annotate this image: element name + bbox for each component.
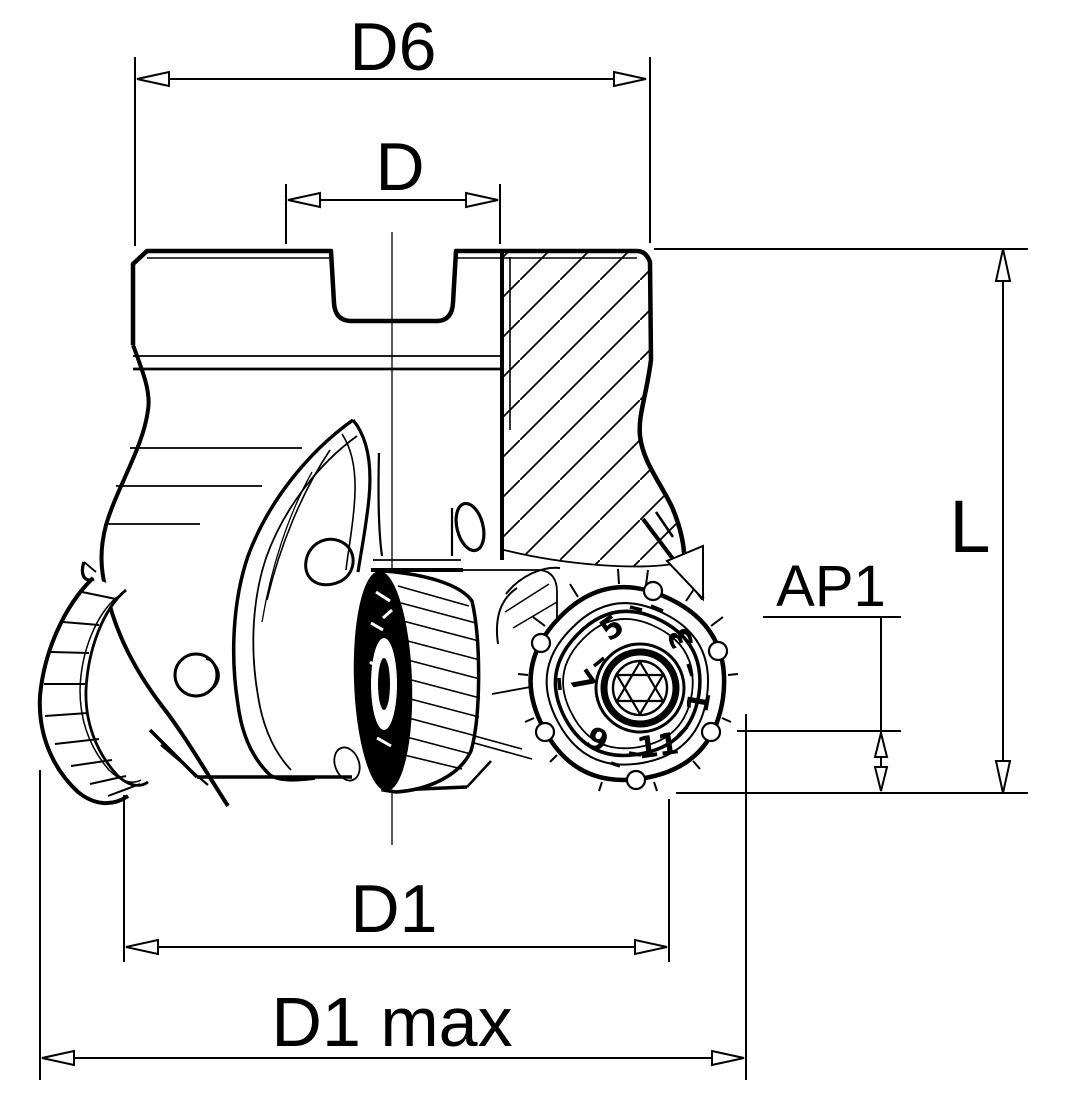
flute-cone [231,418,372,782]
cutter-body [99,232,705,845]
torx-screw [594,642,686,734]
d1max-extension-lines [39,714,747,1080]
dimension-l: L [654,248,1028,794]
d-arrow-left [287,191,321,209]
left-insert-outer-edge [37,576,130,805]
d1-arrow-left [125,938,159,956]
pocket-line-2 [512,601,558,629]
d-extension-lines [285,184,501,244]
left-insert-top-hook [80,561,95,582]
d6-extension-lines [134,57,651,246]
right-insert: 5 3 7 1 9 11 [517,568,739,792]
dimension-ap1: AP1 [737,554,901,792]
oval-relief-hole [454,501,486,553]
body-step-lines [106,355,502,525]
l-arrow-top [994,248,1012,282]
left-insert-mid-line [79,596,142,783]
left-insert-inner-edge [84,588,149,787]
right-insert-face-inner [562,618,694,750]
d-arrow-right [465,191,499,209]
dimension-d1: D1 [123,795,670,962]
right-insert-face [553,609,702,758]
d6-arrow-right [613,70,647,88]
right-insert-scallop-ticks [517,568,739,792]
d1-extension-lines [123,795,670,962]
index-number-11: 11 [635,726,681,766]
dim-label-d1-max: D1 max [271,983,512,1061]
drum-face-highlights [369,590,394,748]
cone-left-rim [231,418,355,782]
teardrop-hole [304,537,355,587]
clamp-hole-circle [173,652,219,698]
cone-lip-curl [333,746,361,782]
d6-arrow-left [136,70,170,88]
right-insert-rim-holes [530,580,729,791]
right-insert-ring [545,602,709,766]
left-insert-serration-rungs [44,591,141,797]
center-insert [353,569,481,794]
cone-generatrix-1 [266,449,331,601]
cone-right-rim-inner [341,433,356,571]
ap1-arrow-up [873,732,889,758]
body-left-edge [99,344,230,808]
torx-star-triangle-2 [615,673,665,717]
clamp-hole-inner-arc [205,658,220,691]
d1max-arrow-left [41,1049,75,1067]
dim-label-ap1: AP1 [776,554,886,619]
pocket-line-1 [504,583,550,613]
ap1-arrow-down [873,766,889,792]
right-insert-pocket [496,511,705,645]
drum-serration-lines [395,585,481,770]
cone-generatrix-2 [261,471,313,623]
left-insert-band-fill [39,578,149,804]
left-insert-top-hook-line [83,561,97,573]
dimension-d: D [285,129,501,244]
hub-neck-left [377,452,384,557]
l-arrow-bottom [994,760,1012,794]
d1-arrow-right [634,938,668,956]
pocket-wedge-short [654,511,675,538]
body-top-block-outline [130,248,687,563]
cone-right-rim [351,418,372,573]
dimension-d1-max: D1 max [39,714,747,1080]
pocket-wedge-triangle [665,544,704,602]
dim-label-d: D [375,129,424,205]
index-dashes [557,604,694,768]
pocket-arc-1 [505,566,561,595]
section-hatch-lower-boundary [503,549,685,568]
bottom-face-right-rise [466,760,492,788]
torx-outer-circle [594,642,686,734]
section-hatch-area [504,252,685,567]
pocket-arc-2 [496,587,518,645]
left-insert [37,561,149,805]
dimension-d6: D6 [134,9,651,246]
dim-label-l: L [949,485,990,568]
bottom-face-lines [148,718,533,792]
drum-face-bore-center [378,658,390,710]
torx-ring [600,648,680,728]
cone-left-rim-inner [252,435,358,771]
dim-label-d1: D1 [351,871,438,947]
torx-star-triangle-1 [615,659,665,703]
d1max-arrow-right [711,1049,745,1067]
dim-label-d6: D6 [350,9,437,85]
